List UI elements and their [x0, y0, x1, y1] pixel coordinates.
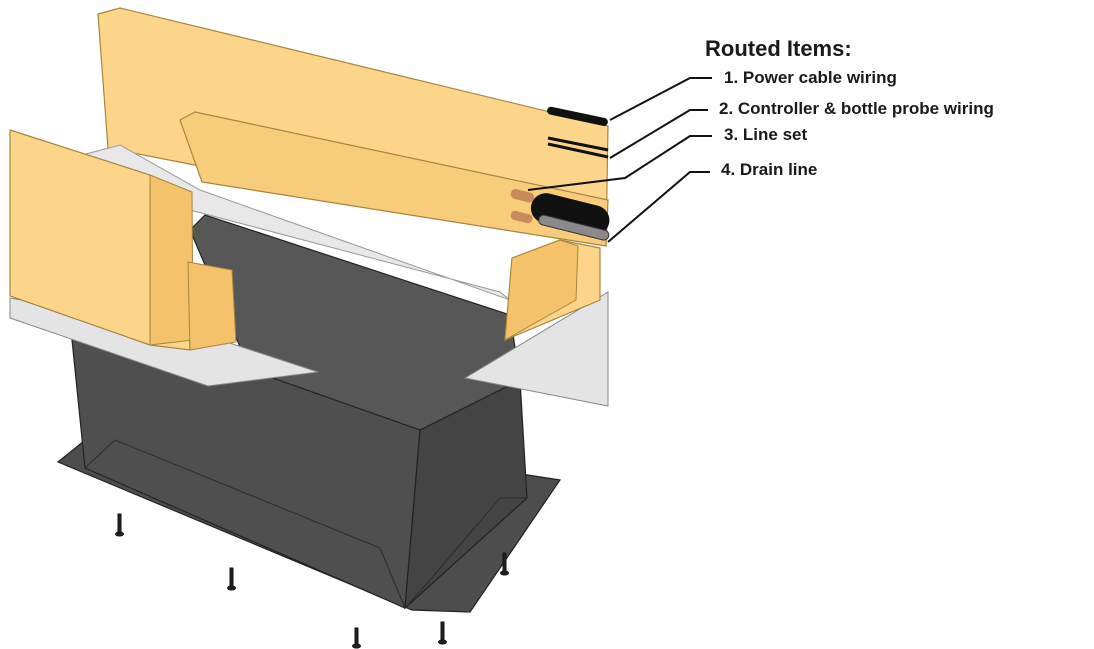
- legend-item-line-set: 3. Line set: [724, 125, 808, 144]
- legend-title: Routed Items:: [705, 36, 852, 61]
- foam-left-stub: [187, 261, 237, 351]
- screw-5: [440, 621, 445, 643]
- line-set-copper-2: [510, 210, 533, 224]
- screw-1-head: [115, 531, 124, 537]
- power-cable: [547, 106, 608, 126]
- screw-4-head: [352, 643, 361, 649]
- controller-wire-a: [547, 136, 609, 152]
- screw-5-head: [438, 639, 447, 645]
- screw-3-head: [500, 570, 509, 576]
- flange-bevel-left: [84, 439, 406, 609]
- leader-line-3: [527, 135, 712, 191]
- screw-1: [117, 513, 122, 535]
- screw-2-head: [227, 585, 236, 591]
- screw-3: [502, 552, 507, 574]
- line-set-copper-1: [510, 189, 535, 203]
- foam-right-block-side: [504, 239, 579, 341]
- foam-left-block-side: [149, 174, 194, 346]
- leader-line-1: [609, 77, 712, 121]
- controller-wire-b: [547, 142, 609, 159]
- sill-right: [463, 291, 609, 407]
- leader-line-4: [607, 171, 710, 243]
- drain-line: [538, 214, 610, 241]
- legend-item-power-cable: 1. Power cable wiring: [724, 68, 897, 87]
- leader-line-2: [609, 109, 708, 159]
- flange-bevel-right: [404, 497, 527, 609]
- legend-item-controller-wiring: 2. Controller & bottle probe wiring: [719, 99, 994, 118]
- screw-2: [229, 567, 234, 589]
- legend-item-drain-line: 4. Drain line: [721, 160, 818, 179]
- anchor-screws: [115, 513, 509, 649]
